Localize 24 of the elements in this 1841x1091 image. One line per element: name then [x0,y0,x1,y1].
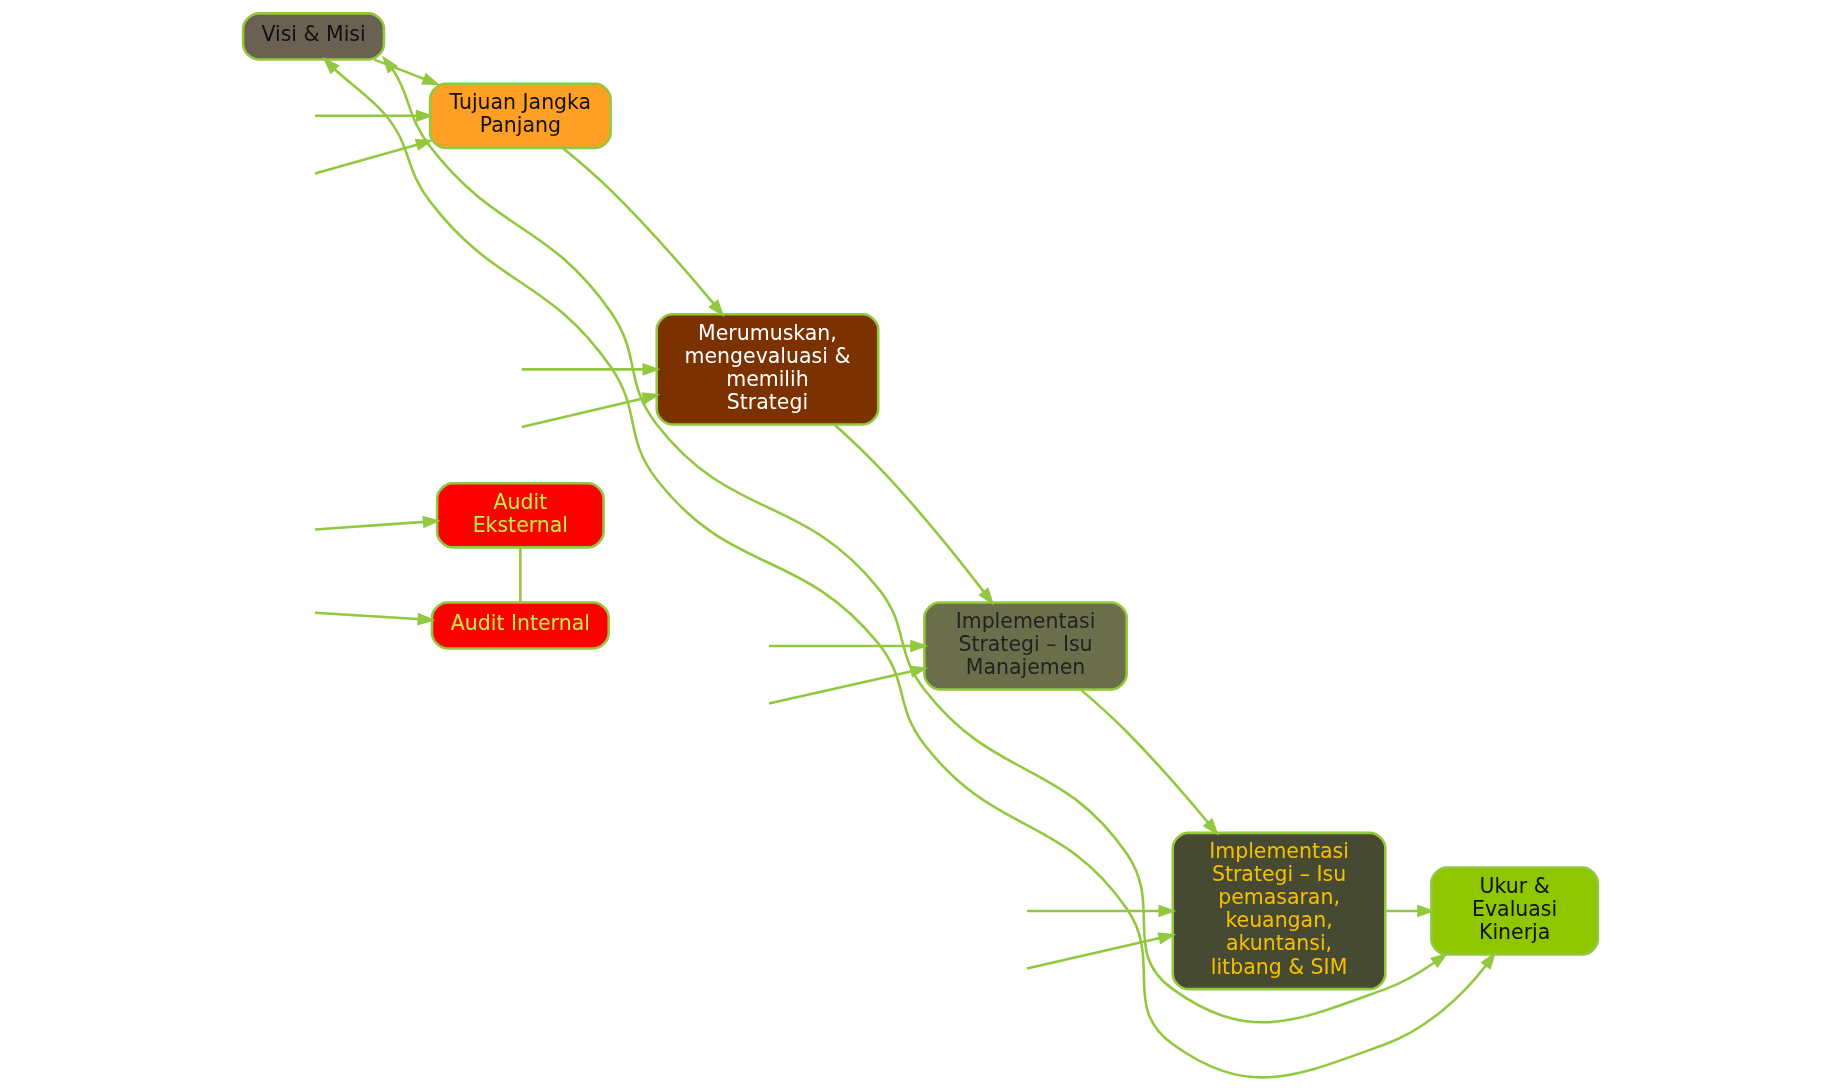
arrow [1080,688,1219,836]
node-box: Merumuskan, mengevaluasi & memilih Strategi [655,313,880,426]
arrow [315,109,434,123]
node-box: Tujuan Jangka Panjang [428,82,612,150]
arrow [1026,932,1177,970]
arrow [521,392,661,429]
arrow [314,611,436,626]
arrow [314,138,434,175]
arrow [314,515,441,531]
arrow [374,58,441,86]
node-box: Ukur & Evaluasi Kinerja [1430,866,1600,956]
arrow [1385,904,1436,918]
arrow [768,665,929,705]
arrow [768,639,929,653]
node-box: Implementasi Strategi – Isu Manajemen [923,601,1128,691]
arrow [1026,904,1177,918]
arrow [562,147,725,317]
arrow [521,363,661,376]
arrow [833,423,995,606]
node-box: Implementasi Strategi – Isu pemasaran, keuangan, akuntansi, litbang & SIM [1171,831,1387,991]
node-box: Audit Eksternal [435,482,605,549]
connector [519,547,522,603]
node-box: Audit Internal [430,601,610,650]
node-box: Visi & Misi [241,12,386,61]
